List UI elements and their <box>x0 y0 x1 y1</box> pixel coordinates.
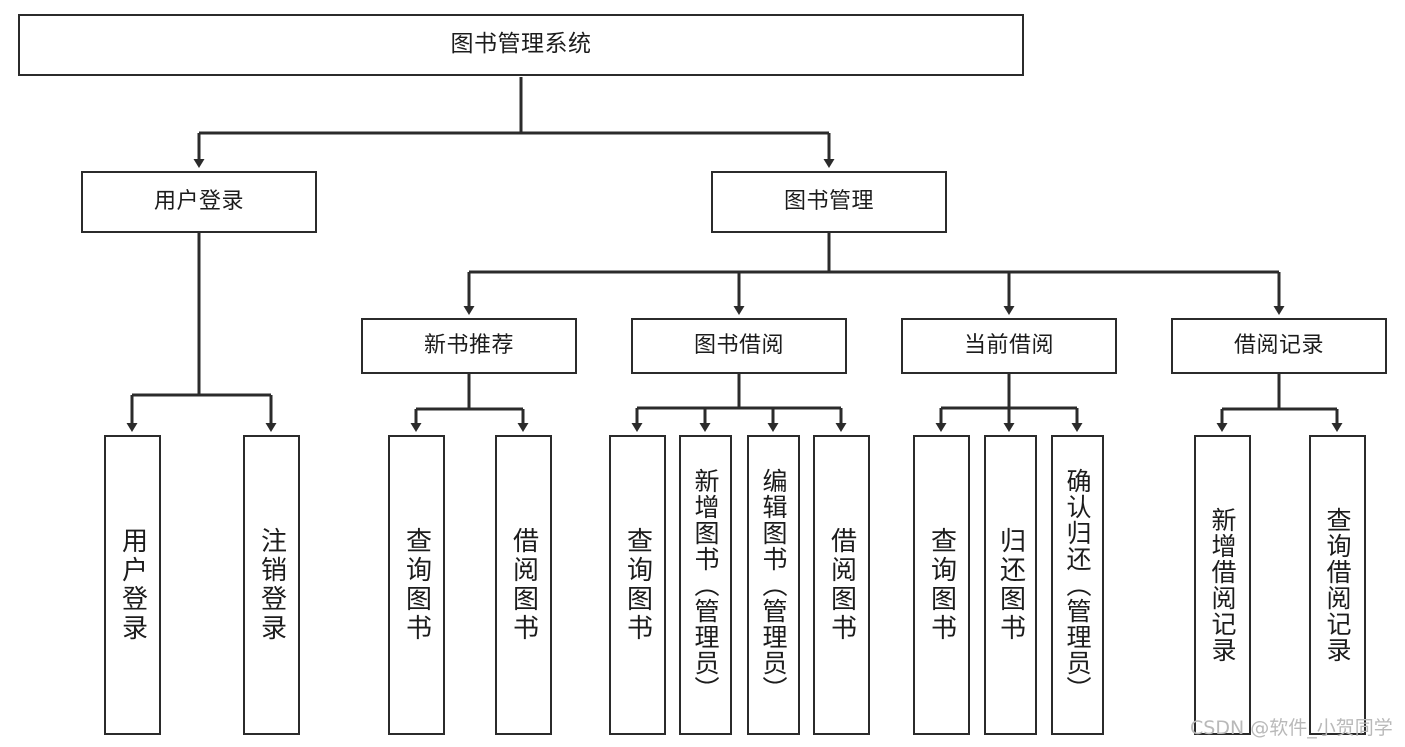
node-leaf-query-book-2-label: 查询图书 <box>622 527 653 643</box>
csdn-watermark: CSDN @软件_小贺同学 <box>1190 717 1393 739</box>
node-leaf-borrow-book-2-label: 借阅图书 <box>826 527 857 643</box>
node-leaf-add-record-label: 新增借阅记录 <box>1208 507 1237 663</box>
node-leaf-user-login[interactable]: 用户登录 <box>104 435 161 735</box>
node-leaf-query-book-1[interactable]: 查询图书 <box>388 435 445 735</box>
node-leaf-query-book-1-label: 查询图书 <box>401 527 432 643</box>
node-new-book-recommend-label: 新书推荐 <box>423 333 514 359</box>
node-leaf-user-login-label: 用户登录 <box>117 527 148 643</box>
node-leaf-borrow-book-2[interactable]: 借阅图书 <box>813 435 870 735</box>
node-book-borrow[interactable]: 图书借阅 <box>631 318 847 374</box>
node-book-management-label: 图书管理 <box>783 189 874 215</box>
node-leaf-return-book-label: 归还图书 <box>995 527 1026 643</box>
node-new-book-recommend[interactable]: 新书推荐 <box>361 318 577 374</box>
node-leaf-add-book-label: 新增图书（管理员） <box>691 468 720 702</box>
node-user-login[interactable]: 用户登录 <box>81 171 317 233</box>
node-root-label: 图书管理系统 <box>450 31 592 58</box>
node-leaf-add-book[interactable]: 新增图书（管理员） <box>679 435 732 735</box>
node-leaf-query-book-2[interactable]: 查询图书 <box>609 435 666 735</box>
node-leaf-return-book[interactable]: 归还图书 <box>984 435 1037 735</box>
node-leaf-query-record[interactable]: 查询借阅记录 <box>1309 435 1366 735</box>
node-leaf-confirm-return-label: 确认归还（管理员） <box>1063 468 1092 702</box>
node-user-login-label: 用户登录 <box>153 189 244 215</box>
node-leaf-query-book-3-label: 查询图书 <box>926 527 957 643</box>
node-book-management[interactable]: 图书管理 <box>711 171 947 233</box>
node-leaf-query-record-label: 查询借阅记录 <box>1323 507 1352 663</box>
node-leaf-borrow-book-1[interactable]: 借阅图书 <box>495 435 552 735</box>
node-current-borrow-label: 当前借阅 <box>963 333 1054 359</box>
node-leaf-add-record[interactable]: 新增借阅记录 <box>1194 435 1251 735</box>
node-current-borrow[interactable]: 当前借阅 <box>901 318 1117 374</box>
node-book-borrow-label: 图书借阅 <box>693 333 784 359</box>
node-borrow-record-label: 借阅记录 <box>1233 333 1324 359</box>
node-leaf-confirm-return[interactable]: 确认归还（管理员） <box>1051 435 1104 735</box>
node-leaf-logout-login-label: 注销登录 <box>256 527 287 643</box>
node-borrow-record[interactable]: 借阅记录 <box>1171 318 1387 374</box>
node-leaf-logout-login[interactable]: 注销登录 <box>243 435 300 735</box>
node-root[interactable]: 图书管理系统 <box>18 14 1024 76</box>
node-leaf-borrow-book-1-label: 借阅图书 <box>508 527 539 643</box>
node-leaf-edit-book-label: 编辑图书（管理员） <box>759 468 788 702</box>
node-leaf-edit-book[interactable]: 编辑图书（管理员） <box>747 435 800 735</box>
node-leaf-query-book-3[interactable]: 查询图书 <box>913 435 970 735</box>
